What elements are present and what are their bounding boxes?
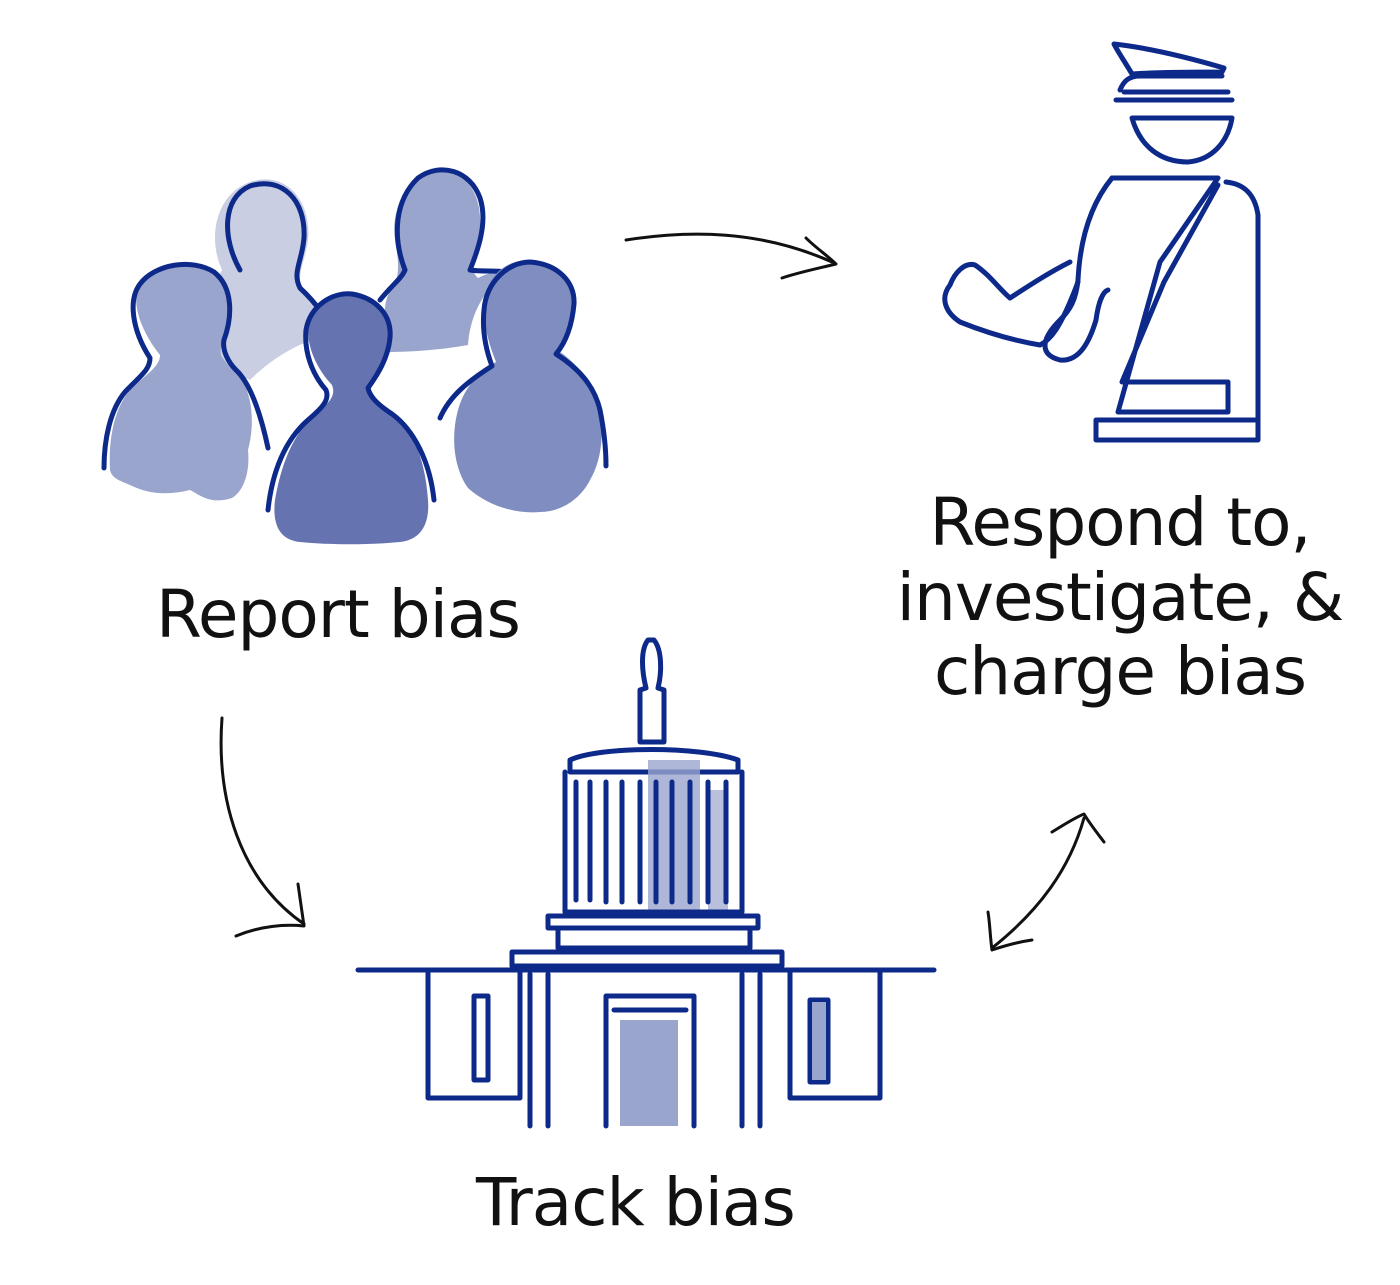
police-officer-icon <box>942 41 1261 443</box>
person-left <box>101 261 271 501</box>
respond-investigate-charge-label: Respond to, investigate, & charge bias <box>896 484 1345 711</box>
track-bias-label: Track bias <box>476 1164 796 1241</box>
arrow-report-to-track <box>219 716 306 938</box>
people-group-icon <box>101 167 609 545</box>
person-right <box>437 259 609 513</box>
arrow-report-to-respond <box>624 232 838 280</box>
person-back-left <box>211 179 335 380</box>
person-back-right <box>377 167 508 352</box>
capitol-building-icon <box>355 637 937 1129</box>
person-front <box>265 291 437 545</box>
arrow-track-respond-bidirectional <box>986 812 1106 952</box>
report-bias-label: Report bias <box>156 576 521 653</box>
